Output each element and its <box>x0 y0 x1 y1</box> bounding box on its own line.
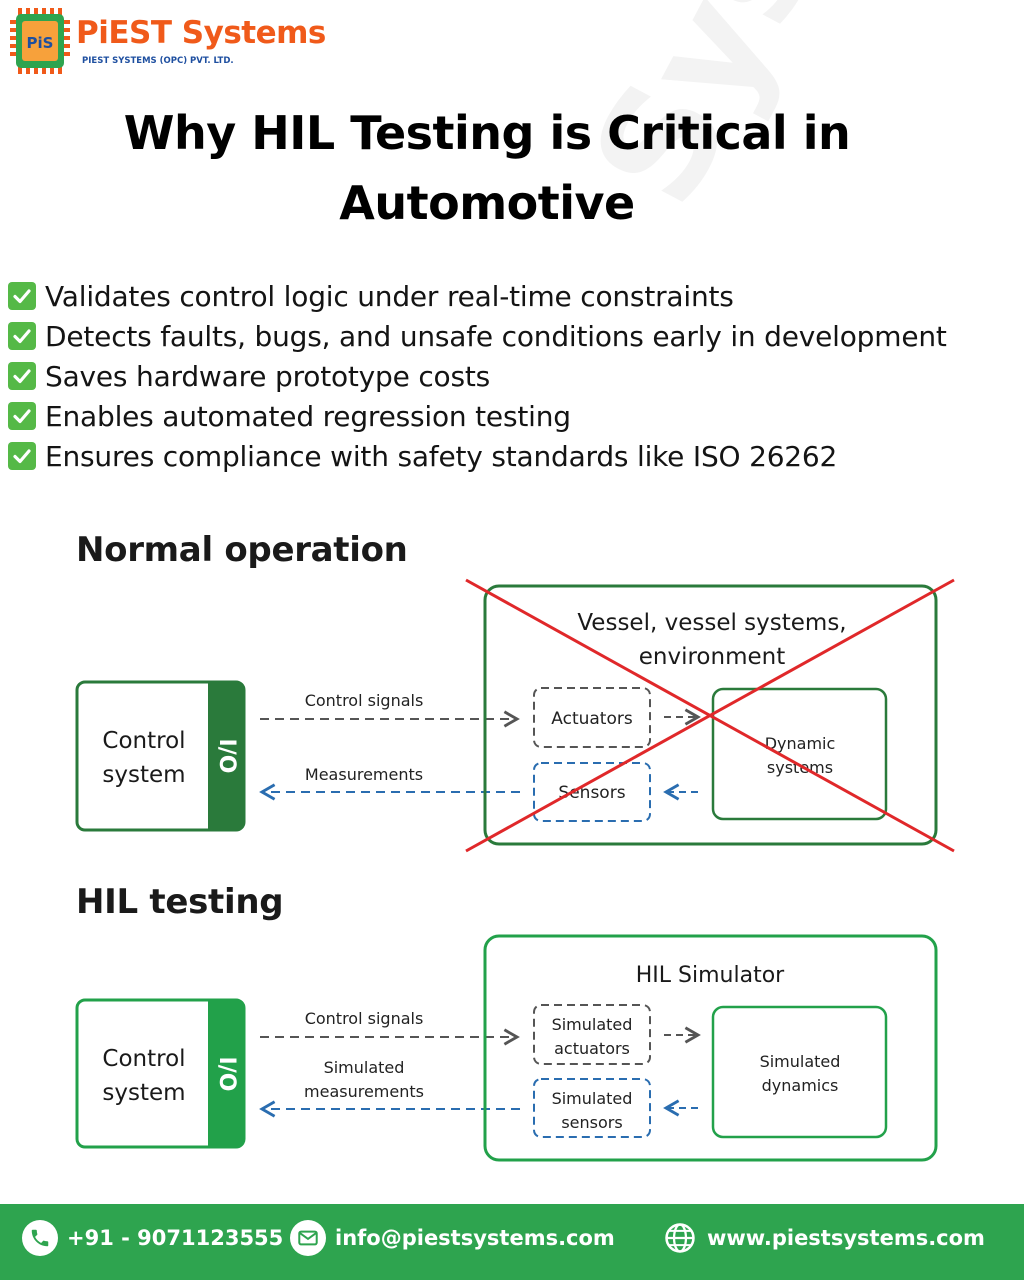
simulated-measurements-label: Simulated <box>324 1058 405 1077</box>
control-system-label: system <box>102 762 185 788</box>
email-address: info@piestsystems.com <box>335 1226 615 1250</box>
list-item: Ensures compliance with safety standards… <box>8 436 947 476</box>
check-mark-icon <box>8 442 36 470</box>
measurements-label: Measurements <box>305 765 423 784</box>
list-item: Validates control logic under real-time … <box>8 276 947 316</box>
website-url: www.piestsystems.com <box>707 1226 985 1250</box>
simulated-measurements-label: measurements <box>304 1082 424 1101</box>
sensors-label: Sensors <box>558 783 625 803</box>
control-system-label: system <box>102 1080 185 1106</box>
check-mark-icon <box>8 362 36 390</box>
bullet-text: Ensures compliance with safety standards… <box>45 439 838 473</box>
vessel-environment-box <box>483 584 938 846</box>
io-label: I/O <box>214 1057 239 1092</box>
simulated-actuators-label: actuators <box>554 1039 630 1058</box>
vessel-label: Vessel, vessel systems, <box>577 610 846 636</box>
dynamic-systems-box <box>711 687 888 821</box>
hil-diagram: Control system I/O Control signals Measu… <box>75 578 955 1162</box>
logo-letters: PiS <box>27 34 54 52</box>
io-strip <box>208 682 244 830</box>
check-mark-icon <box>8 402 36 430</box>
sensors-box <box>533 762 651 822</box>
page-title-line2: Automotive <box>339 176 635 230</box>
phone-icon <box>22 1220 58 1256</box>
normal-operation-diagram: Control system I/O Control signals Measu… <box>75 578 955 853</box>
control-system-label: Control <box>102 728 185 754</box>
check-mark-icon <box>8 282 36 310</box>
check-mark-icon <box>8 322 36 350</box>
dynamic-systems-label: systems <box>767 758 833 777</box>
simulated-dynamics-box <box>711 1005 888 1139</box>
vessel-label: environment <box>639 644 785 670</box>
hil-simulator-box <box>483 934 938 1162</box>
bullet-text: Enables automated regression testing <box>45 399 571 433</box>
bullet-text: Detects faults, bugs, and unsafe conditi… <box>45 319 947 353</box>
simulated-dynamics-label: Simulated <box>760 1052 841 1071</box>
hil-simulator-label: HIL Simulator <box>636 963 785 988</box>
control-signals-label: Control signals <box>305 691 424 710</box>
simulated-dynamics-label: dynamics <box>762 1076 839 1095</box>
simulated-sensors-box <box>533 1078 651 1138</box>
red-cross-line <box>465 578 955 853</box>
phone-number: +91 - 9071123555 <box>67 1226 284 1250</box>
logo-chip-icon: PiS <box>10 8 70 74</box>
bullet-text: Validates control logic under real-time … <box>45 279 734 313</box>
simulated-actuators-label: Simulated <box>552 1015 633 1034</box>
bullet-text: Saves hardware prototype costs <box>45 359 491 393</box>
actuators-box <box>533 687 651 748</box>
brand-name: PiEST Systems <box>76 15 326 51</box>
simulated-sensors-label: sensors <box>561 1113 622 1132</box>
benefit-list: Validates control logic under real-time … <box>8 276 947 476</box>
simulated-sensors-label: Simulated <box>552 1089 633 1108</box>
contact-footer: +91 - 9071123555 info@piestsystems.com w… <box>0 1204 1024 1280</box>
normal-operation-heading: Normal operation <box>76 530 408 570</box>
phone-contact[interactable]: +91 - 9071123555 <box>22 1220 283 1256</box>
io-strip <box>208 1000 244 1147</box>
hil-testing-diagram: Control system I/O Control signals Simul… <box>75 934 938 1162</box>
actuators-label: Actuators <box>551 709 633 729</box>
simulated-actuators-box <box>533 1004 651 1065</box>
email-icon <box>290 1220 326 1256</box>
brand-subtitle: PIEST SYSTEMS (OPC) PVT. LTD. <box>82 56 234 66</box>
list-item: Saves hardware prototype costs <box>8 356 947 396</box>
control-system-label: Control <box>102 1046 185 1072</box>
email-contact[interactable]: info@piestsystems.com <box>290 1220 615 1256</box>
dynamic-systems-label: Dynamic <box>765 734 836 753</box>
control-signals-label: Control signals <box>305 1009 424 1028</box>
list-item: Enables automated regression testing <box>8 396 947 436</box>
list-item: Detects faults, bugs, and unsafe conditi… <box>8 316 947 356</box>
io-label: I/O <box>214 739 239 774</box>
hil-testing-heading: HIL testing <box>76 882 284 922</box>
page-title-line1: Why HIL Testing is Critical in <box>123 106 851 160</box>
globe-icon <box>662 1220 698 1256</box>
website-contact[interactable]: www.piestsystems.com <box>662 1220 985 1256</box>
